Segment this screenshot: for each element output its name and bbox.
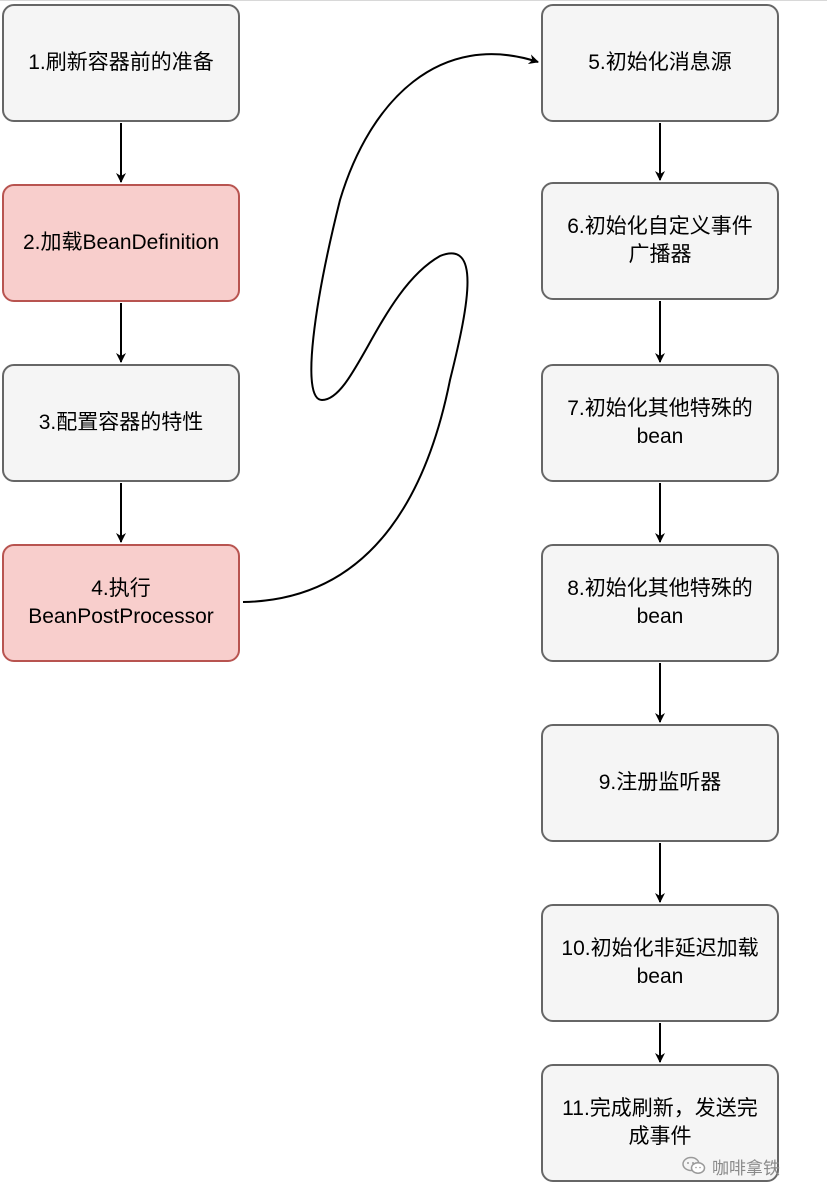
node-1: 1.刷新容器前的准备	[2, 4, 240, 122]
arrow-4-to-5-curve	[242, 53, 539, 603]
node-2: 2.加载BeanDefinition	[2, 184, 240, 302]
node-5-label: 5.初始化消息源	[588, 51, 732, 74]
node-11: 11.完成刷新，发送完 成事件	[541, 1064, 779, 1182]
node-9-label: 9.注册监听器	[598, 771, 722, 794]
watermark: 咖啡拿铁	[682, 1153, 780, 1179]
node-3-label: 3.配置容器的特性	[38, 411, 204, 434]
node-4-label: 4.执行 BeanPostProcessor	[28, 577, 214, 628]
node-7: 7.初始化其他特殊的 bean	[541, 364, 779, 482]
node-3: 3.配置容器的特性	[2, 364, 240, 482]
node-2-label: 2.加载BeanDefinition	[22, 231, 220, 254]
node-11-label: 11.完成刷新，发送完 成事件	[562, 1097, 758, 1148]
wechat-icon	[682, 1156, 706, 1174]
node-10-label: 10.初始化非延迟加载 bean	[561, 937, 759, 988]
watermark-text: 咖啡拿铁	[712, 1158, 780, 1178]
node-8: 8.初始化其他特殊的 bean	[541, 544, 779, 662]
node-5: 5.初始化消息源	[541, 4, 779, 122]
node-8-label: 8.初始化其他特殊的 bean	[567, 577, 753, 628]
top-divider	[0, 0, 827, 1]
node-6: 6.初始化自定义事件 广播器	[541, 182, 779, 300]
node-10: 10.初始化非延迟加载 bean	[541, 904, 779, 1022]
node-1-label: 1.刷新容器前的准备	[28, 51, 214, 74]
node-6-label: 6.初始化自定义事件 广播器	[567, 215, 753, 266]
node-9: 9.注册监听器	[541, 724, 779, 842]
node-4: 4.执行 BeanPostProcessor	[2, 544, 240, 662]
node-7-label: 7.初始化其他特殊的 bean	[567, 397, 753, 448]
